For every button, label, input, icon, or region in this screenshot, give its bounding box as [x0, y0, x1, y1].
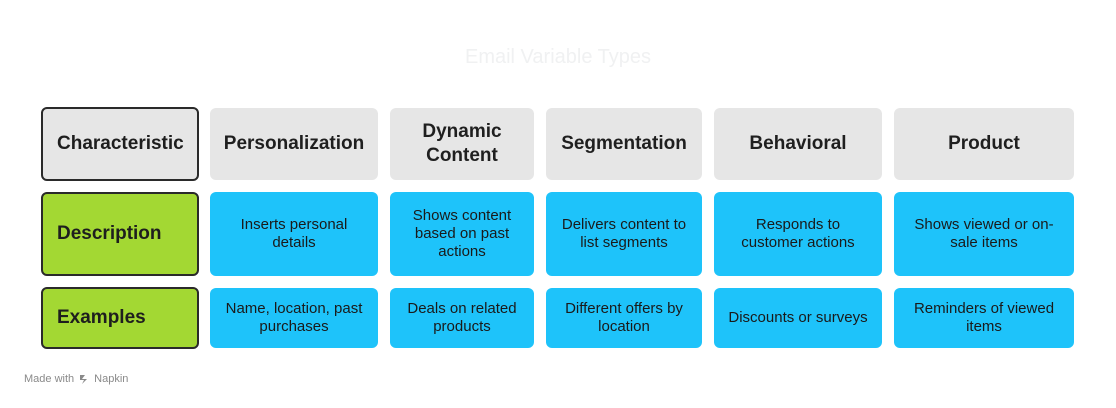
row-header-description: Description: [41, 192, 199, 276]
made-with-napkin-footer: Made with Napkin: [24, 373, 128, 385]
row-header-characteristic: Characteristic: [41, 107, 199, 181]
description-product: Shows viewed or on-sale items: [894, 192, 1074, 276]
column-header-personalization: Personalization: [210, 108, 378, 180]
column-header-dynamic-content-label: Dynamic Content: [422, 121, 502, 166]
example-segmentation: Different offers by location: [546, 288, 702, 348]
description-dynamic-content-text: Shows content based on past actions: [412, 207, 512, 260]
example-dynamic-content-text: Deals on related products: [407, 300, 517, 335]
description-product-text: Shows viewed or on-sale items: [914, 216, 1054, 251]
example-product-text: Reminders of viewed items: [913, 300, 1055, 335]
example-personalization-text: Name, location, past purchases: [225, 300, 363, 335]
column-header-behavioral: Behavioral: [714, 108, 882, 180]
description-segmentation: Delivers content to list segments: [546, 192, 702, 276]
description-behavioral-text: Responds to customer actions: [741, 216, 855, 251]
diagram-title: Email Variable Types: [464, 46, 651, 68]
example-behavioral-text: Discounts or surveys: [728, 309, 868, 326]
made-with-label: Made with: [24, 373, 75, 385]
column-header-product: Product: [894, 108, 1074, 180]
napkin-logo-icon: [80, 375, 88, 384]
description-dynamic-content: Shows content based on past actions: [390, 192, 534, 276]
description-personalization-text: Inserts personal details: [240, 216, 348, 251]
description-behavioral: Responds to customer actions: [714, 192, 882, 276]
example-personalization: Name, location, past purchases: [210, 288, 378, 348]
row-header-examples: Examples: [41, 287, 199, 349]
description-segmentation-text: Delivers content to list segments: [561, 216, 687, 251]
example-product: Reminders of viewed items: [894, 288, 1074, 348]
napkin-brand-label: Napkin: [94, 373, 129, 385]
description-personalization: Inserts personal details: [210, 192, 378, 276]
example-behavioral: Discounts or surveys: [714, 288, 882, 348]
example-segmentation-text: Different offers by location: [565, 300, 683, 335]
column-header-segmentation: Segmentation: [546, 108, 702, 180]
example-dynamic-content: Deals on related products: [390, 288, 534, 348]
column-header-dynamic-content: Dynamic Content: [390, 108, 534, 180]
